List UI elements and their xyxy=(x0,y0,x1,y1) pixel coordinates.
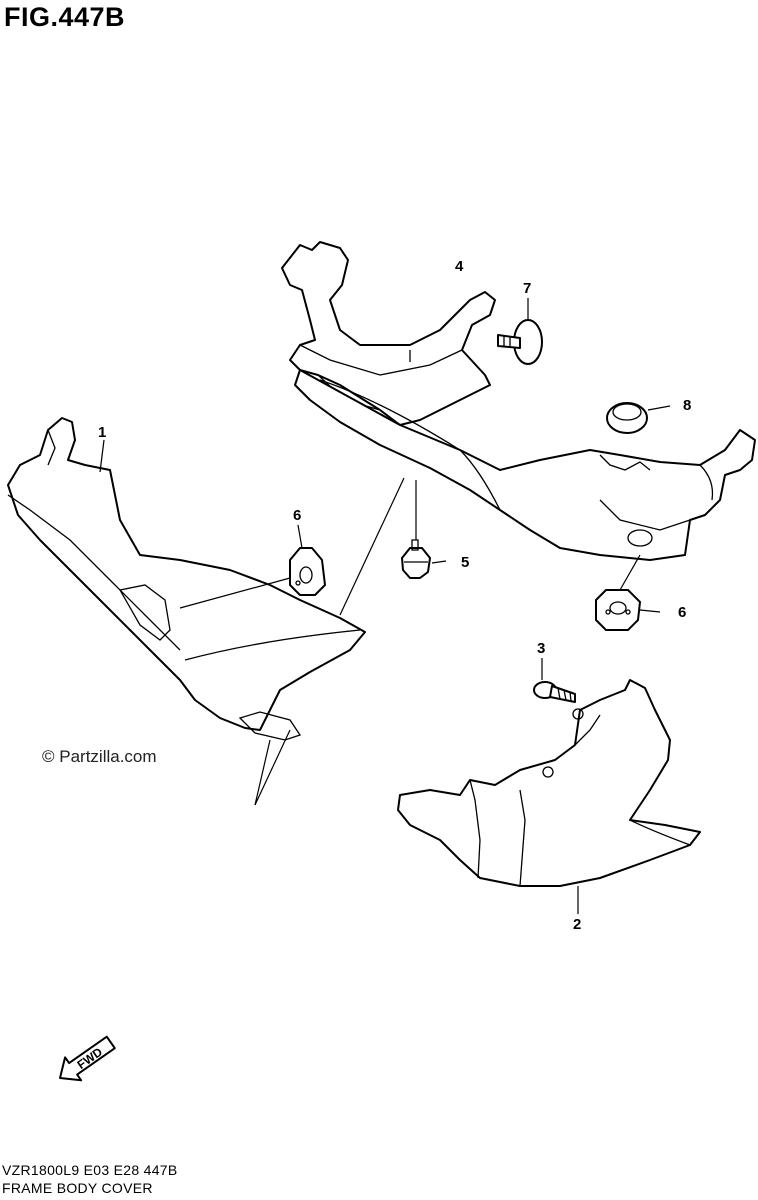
part-6-grommet-left[interactable] xyxy=(289,547,326,596)
part-4-upper-cover[interactable] xyxy=(281,241,496,426)
callout-6-left: 6 xyxy=(293,507,302,524)
part-8-cushion[interactable] xyxy=(606,402,648,434)
callout-5: 5 xyxy=(461,554,470,571)
fwd-arrow-icon: FWD xyxy=(59,1035,116,1082)
section-name: FRAME BODY COVER xyxy=(2,1180,153,1196)
callout-6-right: 6 xyxy=(678,604,687,621)
part-1-left-cover[interactable] xyxy=(7,417,366,741)
model-code: VZR1800L9 E03 E28 447B xyxy=(2,1162,178,1178)
part-5-clip[interactable] xyxy=(401,539,431,579)
part-7-bolt[interactable] xyxy=(497,319,543,365)
callout-3: 3 xyxy=(537,640,546,657)
callout-1: 1 xyxy=(98,424,107,441)
figure-title: FIG.447B xyxy=(4,2,126,32)
callout-7: 7 xyxy=(523,280,532,297)
assembly-leader-lines xyxy=(99,298,671,914)
callout-8: 8 xyxy=(683,397,692,414)
part-4-lower-section[interactable] xyxy=(294,369,756,561)
callout-2: 2 xyxy=(573,916,582,933)
part-6-grommet-right[interactable] xyxy=(595,589,641,631)
part-3-screw[interactable] xyxy=(533,681,576,703)
callout-4: 4 xyxy=(455,258,464,275)
watermark: © Partzilla.com xyxy=(42,747,157,766)
part-2-lower-cover[interactable] xyxy=(397,679,701,887)
